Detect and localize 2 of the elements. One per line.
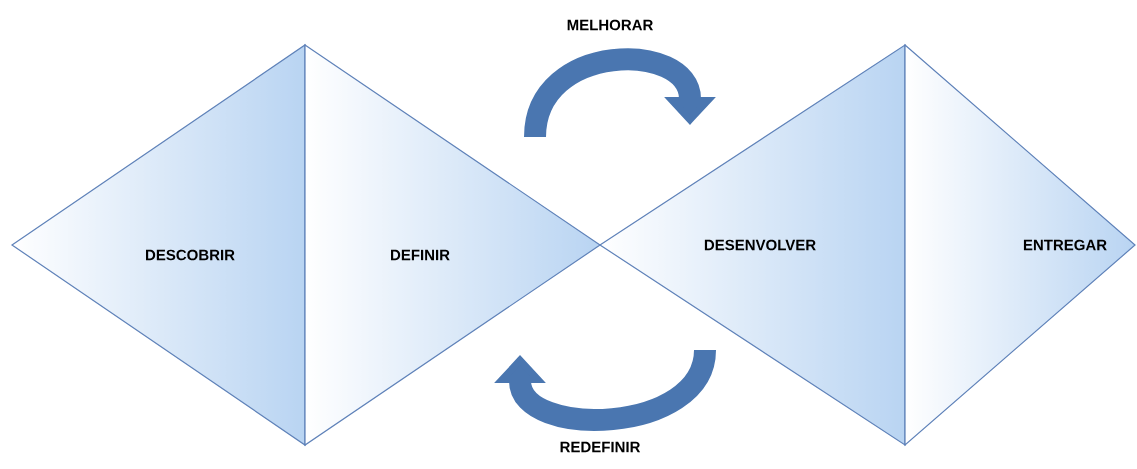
curved-arrow — [494, 347, 716, 431]
edge-label: MELHORAR — [565, 18, 655, 32]
